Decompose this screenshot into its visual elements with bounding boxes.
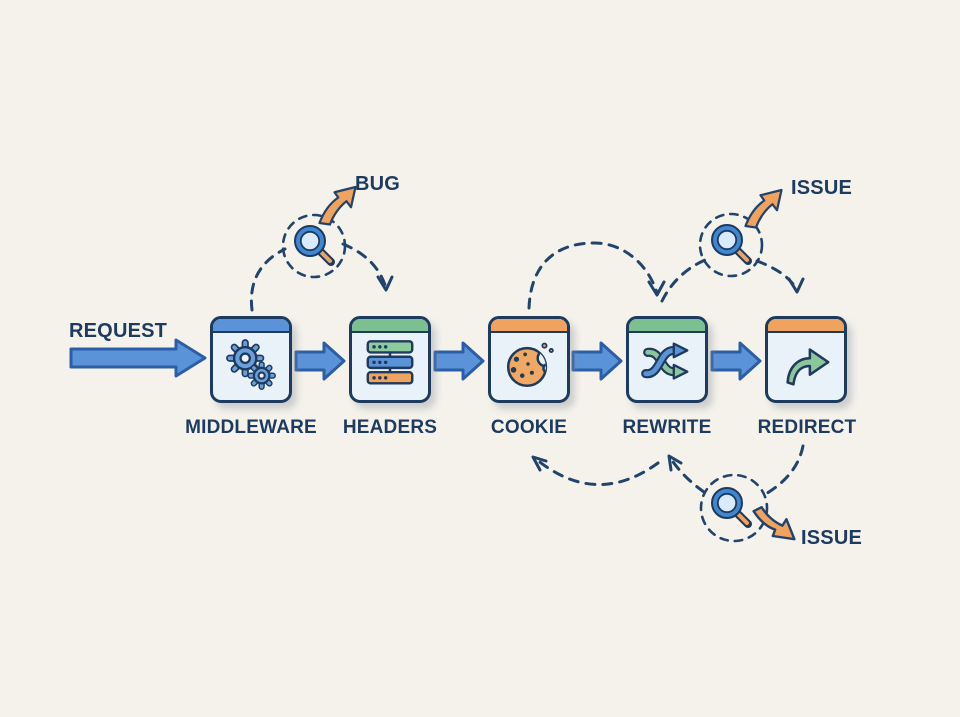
arc-issue-top-to-redirect <box>755 259 799 292</box>
stage-box-cookie <box>488 316 570 403</box>
stage-box-headers <box>349 316 431 403</box>
arc-middleware-to-bug <box>249 247 287 312</box>
issue-top-label: ISSUE <box>791 177 853 199</box>
dashed-arrowheads <box>376 275 805 472</box>
arc-rewrite-to-issue-top <box>660 258 707 303</box>
arc-bug-to-headers <box>341 242 388 290</box>
request-label: REQUEST <box>69 320 168 342</box>
stage-header <box>491 319 567 333</box>
arc-cookie-to-rewrite <box>527 241 659 310</box>
issue-top-arrow-icon <box>744 188 783 229</box>
bug-label: BUG <box>355 173 401 195</box>
magnifier-icon <box>712 488 748 524</box>
dashed-detour-paths <box>249 241 805 497</box>
stage-header <box>213 319 289 333</box>
stage-label-rewrite: REWRITE <box>622 417 712 438</box>
magnifier-icon <box>295 226 331 262</box>
redirect-arrow-icon <box>786 348 830 386</box>
stage-label-headers: HEADERS <box>342 417 438 438</box>
stage-header <box>768 319 844 333</box>
server-bars-icon <box>366 340 414 385</box>
stage-header <box>352 319 428 333</box>
stage-box-rewrite <box>626 316 708 403</box>
stage-label-middleware: MIDDLEWARE <box>185 417 317 438</box>
cookie-icon <box>506 342 554 388</box>
arc-issue-bottom-to-rewrite <box>669 457 706 494</box>
arc-rewrite-to-cookie-return <box>534 457 660 486</box>
shuffle-icon <box>641 342 689 380</box>
magnifier-icon <box>712 225 748 261</box>
stage-label-redirect: REDIRECT <box>757 417 857 438</box>
inspection-circles <box>281 212 769 543</box>
request-arrow-icon <box>69 338 207 378</box>
bug-arrow-icon <box>318 185 357 226</box>
stage-box-middleware <box>210 316 292 403</box>
stage-box-redirect <box>765 316 847 403</box>
stage-header <box>629 319 705 333</box>
arc-redirect-to-issue-bottom <box>762 444 805 497</box>
gears-icon <box>226 339 276 390</box>
stage-label-cookie: COOKIE <box>490 417 568 438</box>
issue-bottom-arrow-icon <box>752 506 796 541</box>
issue-bottom-label: ISSUE <box>801 527 863 549</box>
